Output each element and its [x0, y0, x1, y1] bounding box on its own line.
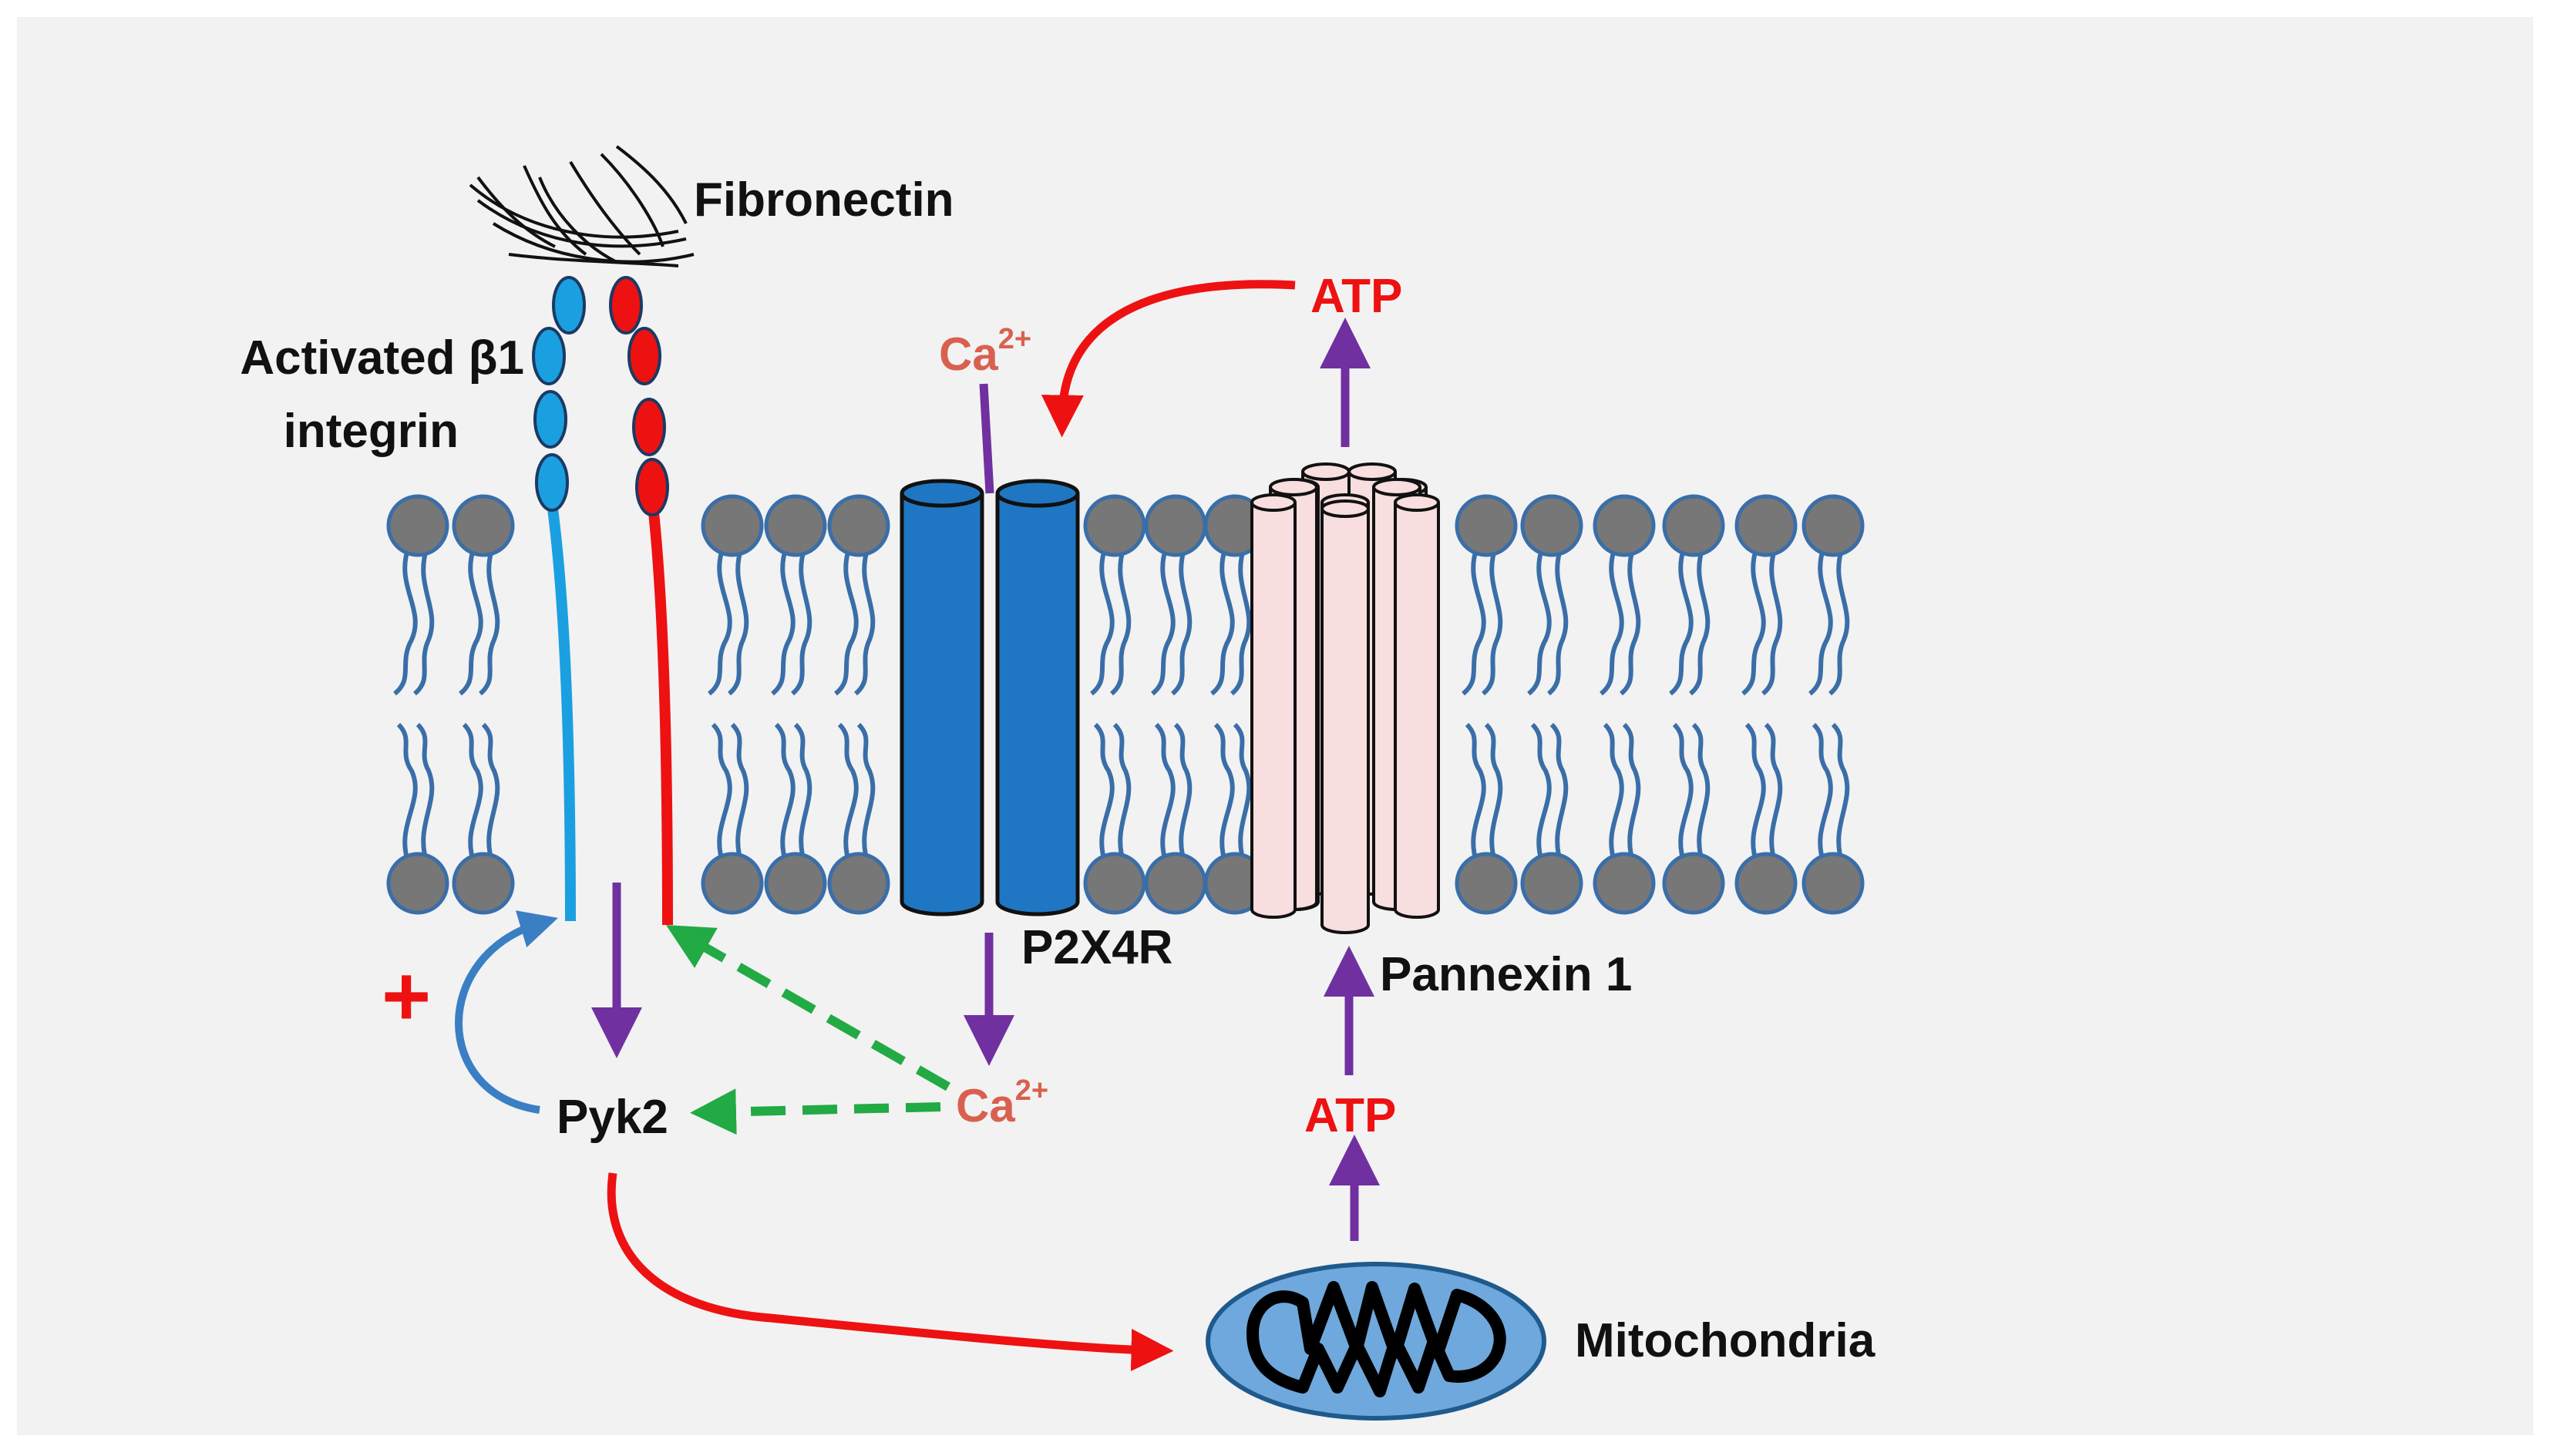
p2x4r-channel: [900, 479, 1080, 916]
label-mitochondria: Mitochondria: [1575, 1314, 1875, 1367]
phospholipid-bottom: [764, 722, 827, 915]
mitochondria: [1206, 1262, 1546, 1421]
arrow-ca-through-p2x4r: [979, 383, 994, 494]
integrin-beta-domain: [627, 327, 661, 385]
label-integrin-line1: Activated β1: [240, 331, 524, 385]
label-pannexin: Pannexin 1: [1380, 948, 1632, 1001]
phospholipid-top: [1455, 494, 1518, 696]
lipid-bilayer: [386, 494, 1865, 915]
label-p2x4r: P2X4R: [1021, 921, 1172, 974]
phospholipid-bottom: [1734, 722, 1798, 915]
phospholipid-bottom: [1520, 722, 1583, 915]
phospholipid-top: [1801, 494, 1865, 696]
integrin-beta-domain: [609, 276, 643, 335]
fibronectin-mesh: [469, 145, 695, 267]
pannexin-1-channel: [1250, 462, 1440, 934]
arrow-ca-to-pyk2: [690, 1088, 941, 1135]
phospholipid-bottom: [1083, 722, 1146, 915]
phospholipid-top: [764, 494, 827, 696]
phospholipid-bottom: [701, 722, 764, 915]
phospholipid-top: [827, 494, 890, 696]
phospholipid-bottom: [827, 722, 890, 915]
arrow-atp-to-ca: [1041, 280, 1296, 438]
pannexin-subunit: [1250, 493, 1297, 919]
integrin-beta-subunit: [609, 276, 673, 926]
mitochondria-cristae: [1246, 1281, 1506, 1397]
phospholipid-bottom: [1203, 722, 1267, 915]
label-ca-mid: Ca2+: [956, 1074, 1048, 1132]
label-plus: +: [382, 949, 431, 1044]
phospholipid-top: [1593, 494, 1656, 696]
label-ca-top: Ca2+: [939, 323, 1031, 380]
label-atp-mid: ATP: [1304, 1089, 1396, 1142]
integrin-alpha-domain: [535, 453, 569, 512]
arrow-pyk2-feedback: [455, 910, 558, 1114]
phospholipid-top: [1083, 494, 1146, 696]
phospholipid-bottom: [1662, 722, 1725, 915]
phospholipid-top: [386, 494, 449, 696]
pannexin-subunit: [1320, 499, 1370, 934]
label-pyk2: Pyk2: [557, 1091, 668, 1144]
integrin-alpha-domain: [533, 390, 567, 449]
label-atp-top: ATP: [1310, 270, 1402, 323]
label-fibronectin: Fibronectin: [694, 173, 954, 227]
integrin-beta-domain: [635, 458, 669, 516]
phospholipid-bottom: [452, 722, 515, 915]
integrin-alpha-domain: [552, 276, 586, 335]
phospholipid-top: [1144, 494, 1207, 696]
pannexin-subunit: [1394, 493, 1440, 919]
phospholipid-top: [452, 494, 515, 696]
phospholipid-bottom: [1593, 722, 1656, 915]
arrows: [455, 280, 1380, 1371]
integrin-beta-domain: [632, 398, 666, 456]
phospholipid-top: [1520, 494, 1583, 696]
phospholipid-bottom: [386, 722, 449, 915]
arrow-pyk2-to-mitochondria: [607, 1172, 1174, 1371]
phospholipid-top: [701, 494, 764, 696]
phospholipid-bottom: [1801, 722, 1865, 915]
integrin-alpha-subunit: [532, 276, 586, 922]
phospholipid-top: [1734, 494, 1798, 696]
phospholipid-bottom: [1455, 722, 1518, 915]
label-integrin-line2: integrin: [284, 405, 459, 458]
integrin-alpha-domain: [532, 327, 566, 385]
phospholipid-top: [1662, 494, 1725, 696]
